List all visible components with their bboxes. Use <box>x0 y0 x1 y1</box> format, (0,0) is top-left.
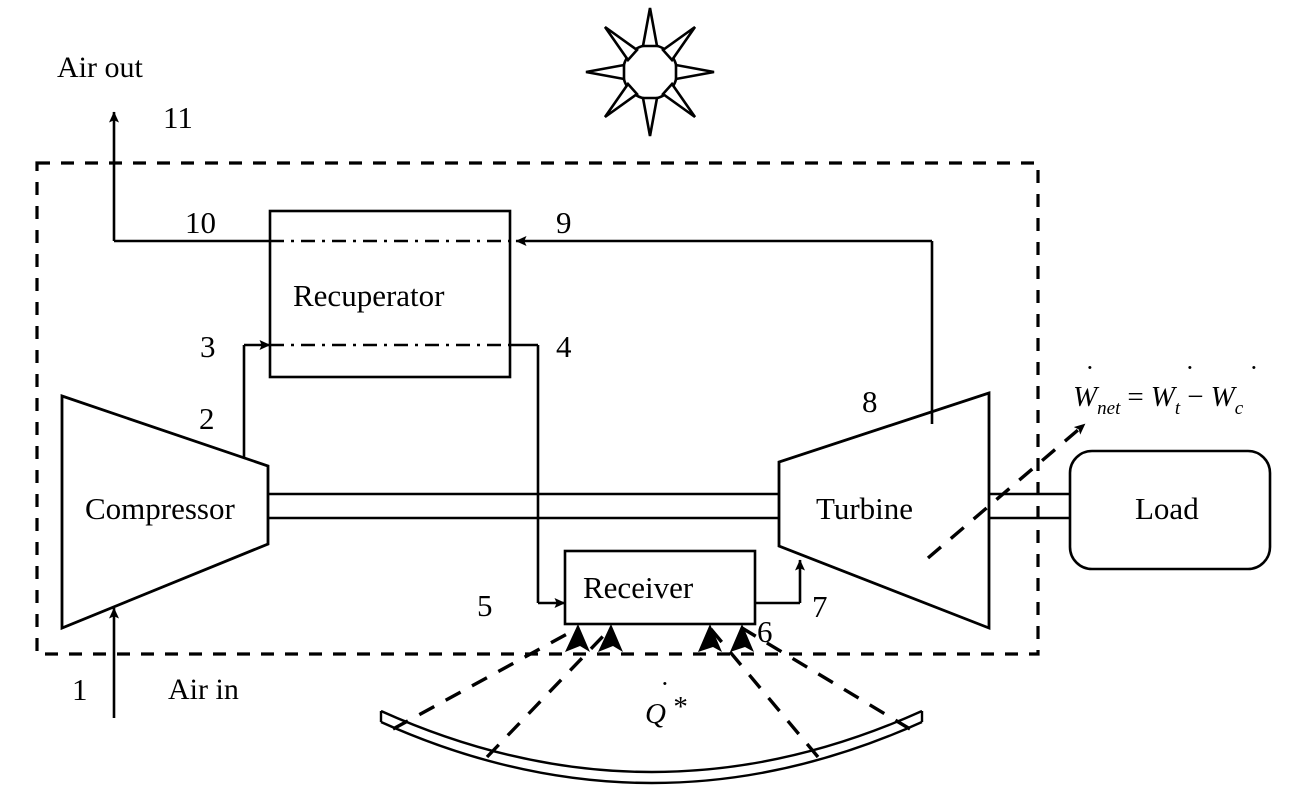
w-t-dot: ˙ <box>1185 360 1195 392</box>
receiver-heat-arrowheads <box>565 624 754 652</box>
q-star: * <box>672 691 687 723</box>
w-c-symbol: W <box>1211 381 1238 413</box>
equals-sign: = <box>1127 381 1143 413</box>
turbine-label: Turbine <box>816 491 913 526</box>
state-point-5: 5 <box>477 588 493 623</box>
recuperator-box <box>268 209 512 379</box>
svg-text:Wnet=Wt−Wc: Wnet=Wt−Wc <box>1073 381 1244 419</box>
receiver-box <box>563 549 757 626</box>
state-point-10: 10 <box>185 205 216 240</box>
receiver-label: Receiver <box>583 570 694 605</box>
compressor-body <box>60 394 270 631</box>
state-point-6: 6 <box>757 614 773 649</box>
heat-input-label: ˙ Q * <box>645 676 687 730</box>
load-label: Load <box>1135 491 1199 526</box>
w-c-dot: ˙ <box>1249 360 1259 392</box>
w-t-subscript: t <box>1175 398 1181 419</box>
turbine-body <box>777 391 991 631</box>
q-dot-accent: ˙ <box>660 676 670 708</box>
load-box <box>1068 449 1272 571</box>
state-point-7: 7 <box>812 589 828 624</box>
solar-ray-4 <box>741 626 911 731</box>
minus-sign: − <box>1187 381 1203 413</box>
state-point-1: 1 <box>72 672 88 707</box>
svg-text:˙: ˙ <box>660 676 670 708</box>
w-t-symbol: W <box>1151 381 1178 413</box>
air-out-label: Air out <box>57 51 143 84</box>
w-net-symbol: W <box>1073 381 1100 413</box>
compressor-label: Compressor <box>85 491 236 526</box>
sun-icon <box>585 7 715 137</box>
state-point-4: 4 <box>556 329 572 364</box>
state-point-3: 3 <box>200 329 216 364</box>
w-net-subscript: net <box>1097 398 1121 419</box>
net-work-arrow <box>926 422 1087 560</box>
state-point-9: 9 <box>556 205 572 240</box>
w-net-dot: ˙ <box>1085 360 1095 392</box>
state-point-2: 2 <box>199 401 215 436</box>
recuperator-label: Recuperator <box>293 278 445 313</box>
air-in-label: Air in <box>168 673 239 706</box>
q-symbol: Q <box>645 698 666 730</box>
parabolic-dish-icon <box>379 709 924 785</box>
w-c-subscript: c <box>1235 398 1244 419</box>
system-boundary <box>35 161 1040 656</box>
solar-ray-1 <box>392 626 579 731</box>
solar-ray-2 <box>485 626 613 759</box>
net-work-formula: Wnet=Wt−Wc ˙ ˙ ˙ <box>1073 360 1259 419</box>
state-point-8: 8 <box>862 384 878 419</box>
state-point-11: 11 <box>163 100 193 135</box>
